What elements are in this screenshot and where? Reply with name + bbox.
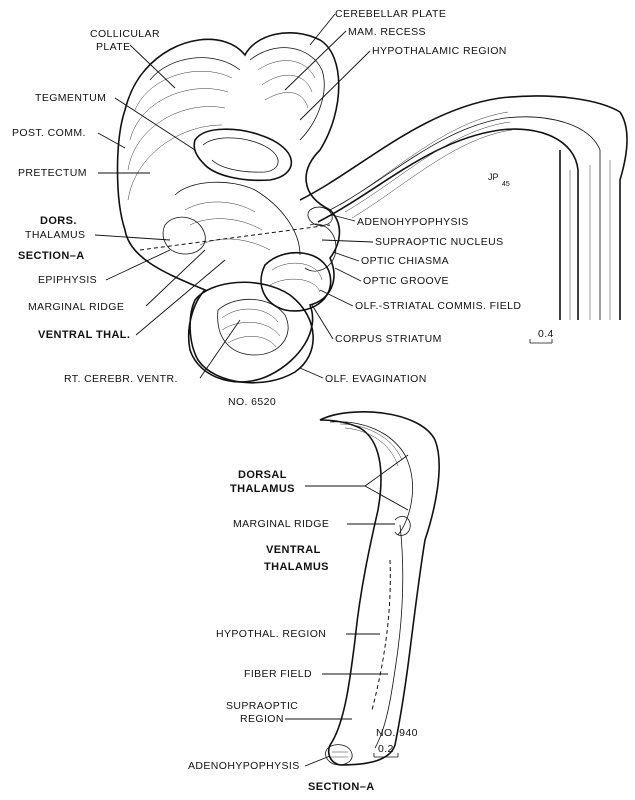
label-collicular-plate-2: PLATE xyxy=(96,41,130,53)
label-adenohypophysis-section: ADENOHYPOPHYSIS xyxy=(188,760,300,772)
leader-adenohypophysis-section xyxy=(304,755,331,767)
label-pretectum: PRETECTUM xyxy=(18,167,87,179)
specimen-number-bottom: NO. 940 xyxy=(376,727,418,739)
section-a-caption: SECTION–A xyxy=(308,781,375,793)
label-adenohypophysis: ADENOHYPOPHYSIS xyxy=(357,216,469,228)
scale-bar-top xyxy=(529,339,553,344)
leader-olf-striatal xyxy=(319,289,354,307)
label-rt-cerebr-ventr: RT. CEREBR. VENTR. xyxy=(64,373,178,385)
label-epiphysis: EPIPHYSIS xyxy=(38,274,97,286)
label-section-a: SECTION–A xyxy=(18,250,85,262)
specimen-number-top: NO. 6520 xyxy=(228,396,276,408)
label-olf-striatal: OLF.-STRIATAL COMMIS. FIELD xyxy=(355,300,521,312)
leader-mam-recess xyxy=(284,30,347,91)
label-corpus-striatum: CORPUS STRIATUM xyxy=(335,333,442,345)
label-ventral-thal: VENTRAL THAL. xyxy=(38,329,130,341)
label-dors-thalamus-2: THALAMUS xyxy=(25,229,85,241)
leader-dors-thalamus xyxy=(94,234,171,241)
label-dorsal-thalamus-1: DORSAL xyxy=(238,469,287,481)
label-ventral-thalamus-1: VENTRAL xyxy=(266,544,321,556)
leader-dorsal-thalamus xyxy=(305,454,409,511)
label-supraoptic-nucleus: SUPRAOPTIC NUCLEUS xyxy=(375,236,504,248)
label-fiber-field: FIBER FIELD xyxy=(244,668,312,680)
label-dorsal-thalamus-2: THALAMUS xyxy=(230,483,295,495)
label-marginal-ridge: MARGINAL RIDGE xyxy=(28,301,124,313)
label-post-comm: POST. COMM. xyxy=(12,127,86,139)
section-drawing xyxy=(319,411,440,766)
scale-bar-bottom xyxy=(373,753,399,758)
leader-olf-evagination xyxy=(299,367,324,379)
leader-rt-cerebr-ventr xyxy=(199,319,241,379)
artist-monogram-year: 45 xyxy=(502,181,510,188)
leader-ventral-thal xyxy=(135,259,226,336)
leader-epiphysis xyxy=(105,249,171,281)
label-dors-thalamus-1: DORS. xyxy=(40,215,77,227)
scale-value-top: 0.4 xyxy=(538,328,554,340)
leader-optic-chiasma xyxy=(332,251,360,262)
leader-post-comm xyxy=(97,132,126,149)
bottom-labels: DORSAL THALAMUS MARGINAL RIDGE VENTRAL T… xyxy=(188,454,418,793)
label-olf-evagination: OLF. EVAGINATION xyxy=(325,373,427,385)
leader-tegmentum xyxy=(114,97,196,151)
leader-corpus-striatum xyxy=(311,304,334,340)
brain-drawing xyxy=(116,32,628,384)
label-hypothal-region: HYPOTHAL. REGION xyxy=(216,628,326,640)
label-collicular-plate-1: COLLICULAR xyxy=(90,28,160,40)
label-hypothalamic-region: HYPOTHALAMIC REGION xyxy=(372,45,507,57)
label-marginal-ridge-section: MARGINAL RIDGE xyxy=(233,518,329,530)
leader-supraoptic-nucleus xyxy=(321,239,374,243)
label-supraoptic-region-2: REGION xyxy=(240,713,284,725)
label-ventral-thalamus-2: THALAMUS xyxy=(264,561,329,573)
label-optic-groove: OPTIC GROOVE xyxy=(363,275,449,287)
leader-cerebellar-plate xyxy=(309,13,336,46)
leader-optic-groove xyxy=(334,267,362,282)
label-cerebellar-plate: CEREBELLAR PLATE xyxy=(335,8,446,20)
leader-collicular-plate xyxy=(129,44,176,89)
label-supraoptic-region-1: SUPRAOPTIC xyxy=(226,700,298,712)
leader-marginal-ridge xyxy=(145,249,206,307)
artist-monogram: JP xyxy=(488,172,499,182)
top-labels: COLLICULAR PLATE CEREBELLAR PLATE MAM. R… xyxy=(12,8,554,408)
scale-value-bottom: 0.2 xyxy=(378,743,394,755)
leader-hypothalamic-region xyxy=(299,50,371,121)
label-mam-recess: MAM. RECESS xyxy=(348,26,426,38)
label-optic-chiasma: OPTIC CHIASMA xyxy=(361,255,449,267)
label-tegmentum: TEGMENTUM xyxy=(35,92,106,104)
leader-adenohypophysis xyxy=(331,214,356,222)
